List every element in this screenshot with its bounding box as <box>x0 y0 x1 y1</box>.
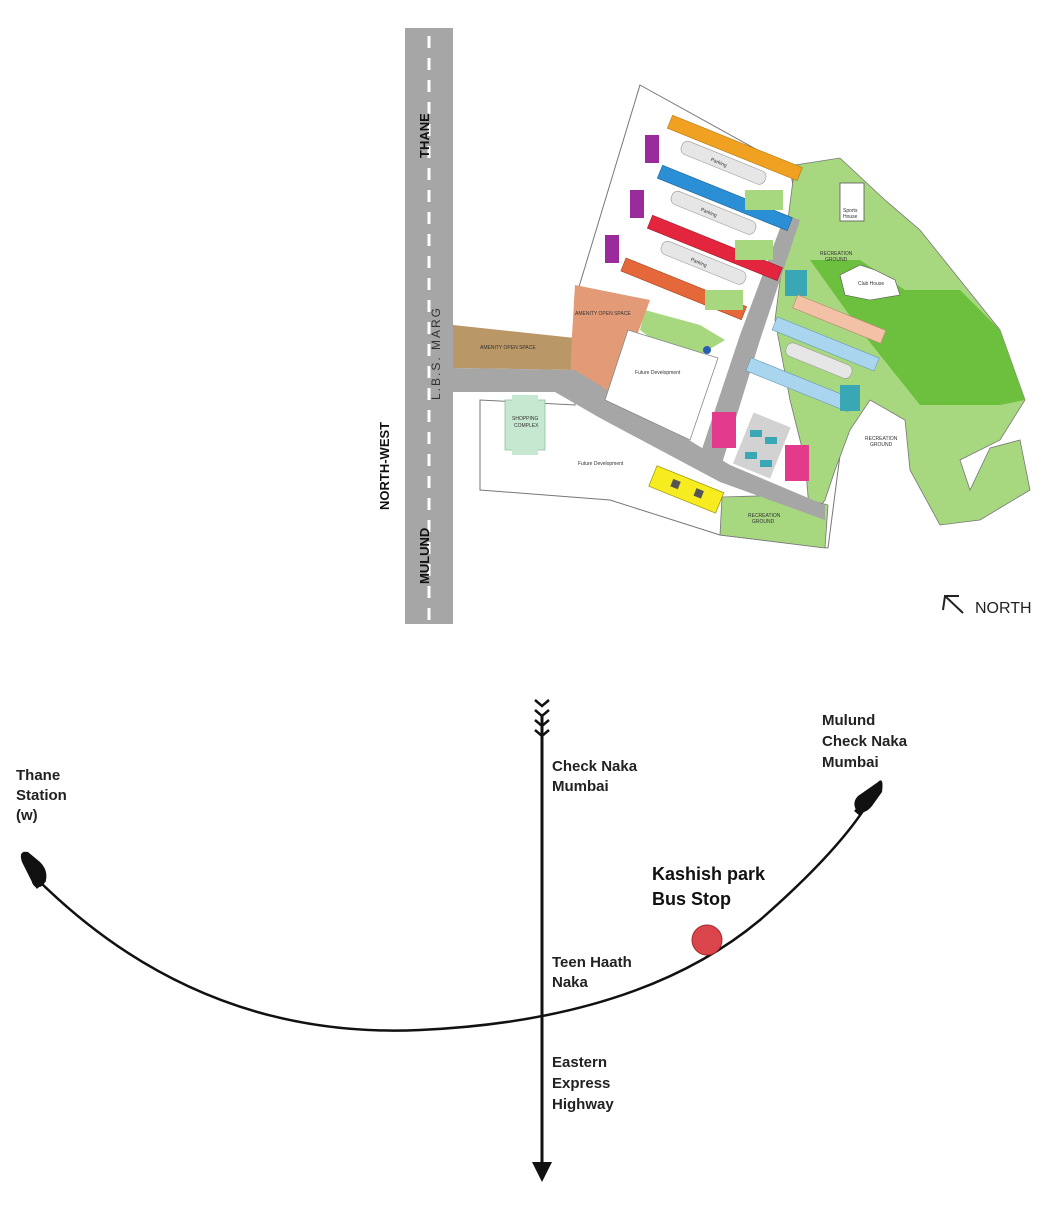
road-label-mulund: MULUND <box>417 528 432 584</box>
road-label-north-west: NORTH-WEST <box>377 422 392 510</box>
shopping-complex: SHOPPING COMPLEX <box>504 395 546 455</box>
site-plan: AMENITY OPEN SPACE AMENITY OPEN SPACE Fu… <box>377 28 1032 624</box>
car-4 <box>760 460 772 467</box>
recreation-bottom-label-2: GROUND <box>752 519 775 525</box>
recreation-top-label-1: RECREATION <box>820 251 853 257</box>
building-yellow <box>648 465 725 514</box>
north-label: NORTH <box>975 600 1032 617</box>
highway-chevrons-icon <box>534 699 550 738</box>
building-purple-2 <box>630 190 644 218</box>
building-purple-1 <box>645 135 659 163</box>
club-house-label: Club House <box>858 281 884 287</box>
highway-arrow-down-icon <box>532 1162 552 1182</box>
amenity-label-2: AMENITY OPEN SPACE <box>575 311 631 317</box>
sports-house <box>839 182 865 222</box>
shopping-label-2: COMPLEX <box>514 423 539 429</box>
car-3 <box>745 452 757 459</box>
building-row-lightblue-1 <box>771 316 880 379</box>
building-row-red: Parking <box>646 214 783 285</box>
internal-road <box>453 368 825 520</box>
pointing-hand-left-icon <box>20 851 47 889</box>
future-development-label-1: Future Development <box>635 370 681 376</box>
amenity-open-space-east <box>570 285 650 395</box>
building-magenta-1 <box>712 412 736 448</box>
route-curve <box>37 799 872 1032</box>
recreation-bottom-label-1: RECREATION <box>748 513 781 519</box>
north-arrow-icon <box>942 595 964 614</box>
bus-stop-marker[interactable] <box>691 924 723 956</box>
pointing-hand-right-icon <box>854 780 883 817</box>
road-label-thane: THANE <box>417 113 432 158</box>
rec-ground-small-2 <box>735 240 773 260</box>
building-row-blue: Parking <box>656 164 793 235</box>
future-development-label-2: Future Development <box>578 461 624 467</box>
building-teal-1 <box>785 270 807 296</box>
water-tank-icon <box>703 346 711 354</box>
route-map: Thane Station (w) Mulund Check Naka Mumb… <box>16 699 911 1182</box>
amenity-open-space-west <box>453 325 575 370</box>
car-2 <box>765 437 777 444</box>
recreation-right-label-2: GROUND <box>870 442 893 448</box>
recreation-right-label-1: RECREATION <box>865 436 898 442</box>
rec-ground-small-3 <box>705 290 743 310</box>
recreation-top-label-2: GROUND <box>825 257 848 263</box>
building-purple-3 <box>605 235 619 263</box>
building-magenta-2 <box>785 445 809 481</box>
parking-area <box>732 412 791 479</box>
label-mulund-check-naka: Mulund Check Naka Mumbai <box>822 712 911 771</box>
building-teal-2 <box>840 385 860 411</box>
parking-label-1: Parking <box>710 157 728 169</box>
label-thane-station: Thane Station (w) <box>16 767 71 824</box>
building-row-orange: Parking <box>666 114 803 185</box>
road-label-lbs-marg: L.B.S. MARG <box>429 306 443 400</box>
label-teen-haath-naka: Teen Haath Naka <box>552 954 636 991</box>
building-row-peach <box>792 294 887 344</box>
parking-label-2: Parking <box>700 207 718 219</box>
club-house <box>839 264 901 301</box>
shopping-label-1: SHOPPING <box>512 416 539 422</box>
rec-ground-small-1 <box>745 190 783 210</box>
label-eastern-express-highway: Eastern Express Highway <box>552 1054 615 1113</box>
sports-house-label-2: House <box>843 214 858 220</box>
sports-house-label-1: Sports <box>843 208 858 214</box>
label-kashish-park: Kashish park Bus Stop <box>652 864 770 909</box>
amenity-label-1: AMENITY OPEN SPACE <box>480 345 536 351</box>
label-check-naka-mumbai: Check Naka Mumbai <box>552 758 641 795</box>
future-development-1 <box>604 329 719 441</box>
car-1 <box>750 430 762 437</box>
parking-label-3: Parking <box>690 257 708 269</box>
